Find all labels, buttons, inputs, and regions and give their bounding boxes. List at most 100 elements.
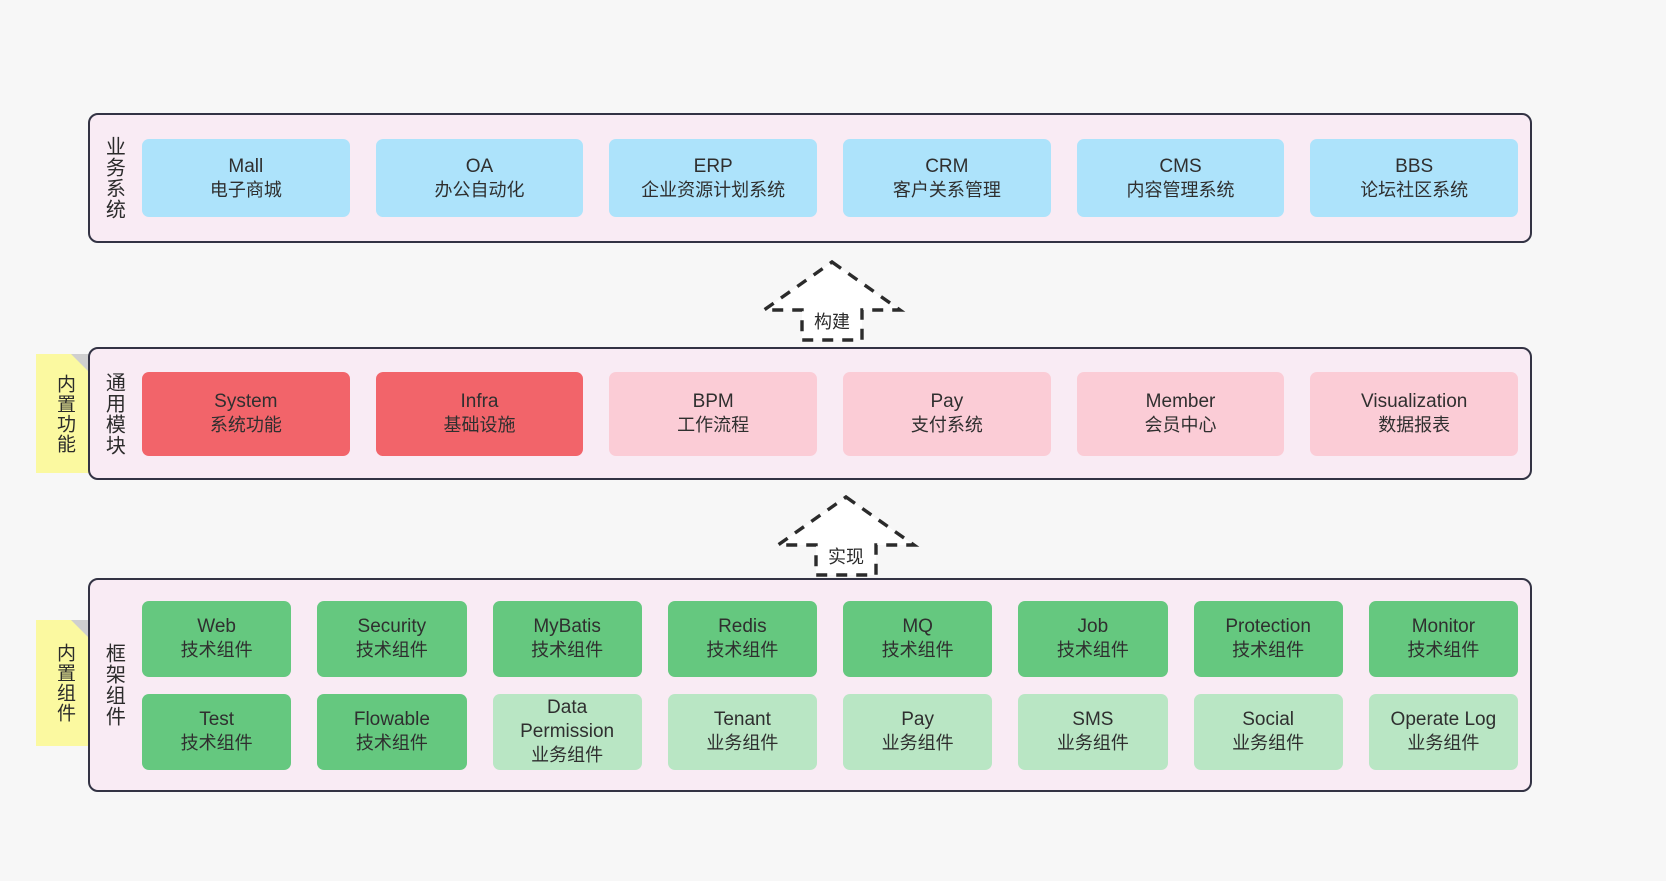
card-title: CRM <box>925 155 969 177</box>
card-title: BBS <box>1395 155 1434 177</box>
card-subtitle: 业务组件 <box>531 745 604 766</box>
card-bpm[interactable]: BPM 工作流程 <box>609 371 818 456</box>
card-sms[interactable]: SMS 业务组件 <box>1018 693 1168 770</box>
card-title: Visualization <box>1361 391 1468 413</box>
card-title: Tenant <box>713 709 771 731</box>
card-crm[interactable]: CRM 客户关系管理 <box>843 139 1051 217</box>
card-subtitle: 技术组件 <box>1232 640 1305 661</box>
sticky-note-label: 内置功能 <box>54 373 76 454</box>
card-title: MQ <box>902 616 933 638</box>
card-subtitle: 技术组件 <box>180 640 253 661</box>
card-subtitle: 电子商城 <box>209 179 282 200</box>
card-title: Data Permission <box>520 697 615 743</box>
layer-title-common-module: 通用模块 <box>102 371 125 456</box>
card-title: System <box>214 391 278 413</box>
connector-build-label: 构建 <box>814 312 850 332</box>
card-subtitle: 业务组件 <box>1407 733 1480 754</box>
card-monitor[interactable]: Monitor 技术组件 <box>1368 600 1518 677</box>
card-member[interactable]: Member 会员中心 <box>1076 371 1285 456</box>
card-title: ERP <box>693 155 733 177</box>
card-subtitle: 工作流程 <box>677 415 750 436</box>
card-system[interactable]: System 系统功能 <box>142 371 350 456</box>
connector-build: 构建 <box>752 258 912 344</box>
card-title: Pay <box>930 391 964 413</box>
card-test[interactable]: Test 技术组件 <box>142 693 292 770</box>
layer-body-framework-component: Web 技术组件 Security 技术组件 MyBatis 技术组件 Redi… <box>136 580 1530 790</box>
connector-implement: 实现 <box>766 493 926 579</box>
card-title: Flowable <box>353 709 430 731</box>
card-title: Infra <box>460 391 499 413</box>
card-protection[interactable]: Protection 技术组件 <box>1193 600 1343 677</box>
card-visualization[interactable]: Visualization 数据报表 <box>1310 371 1519 456</box>
sticky-note-label: 内置组件 <box>54 643 76 723</box>
card-title: Job <box>1077 616 1109 638</box>
connector-implement-label: 实现 <box>828 547 864 567</box>
folded-corner-icon <box>71 354 92 375</box>
layer-framework-component[interactable]: 框架组件 Web 技术组件 Security 技术组件 MyBatis 技术组件… <box>88 578 1532 792</box>
card-title: CMS <box>1159 155 1202 177</box>
card-title: Operate Log <box>1390 709 1497 731</box>
card-bbs[interactable]: BBS 论坛社区系统 <box>1310 139 1519 217</box>
card-pay-component[interactable]: Pay 业务组件 <box>843 693 993 770</box>
card-title: Protection <box>1225 616 1311 638</box>
card-security[interactable]: Security 技术组件 <box>317 600 467 677</box>
card-operate-log[interactable]: Operate Log 业务组件 <box>1368 693 1518 770</box>
card-web[interactable]: Web 技术组件 <box>142 600 292 677</box>
layer-body-common-module: System 系统功能 Infra 基础设施 BPM 工作流程 Pay 支付系统… <box>136 349 1530 478</box>
card-mybatis[interactable]: MyBatis 技术组件 <box>492 600 642 677</box>
card-erp[interactable]: ERP 企业资源计划系统 <box>609 139 818 217</box>
card-subtitle: 会员中心 <box>1144 415 1217 436</box>
card-data-permission[interactable]: Data Permission 业务组件 <box>492 693 642 770</box>
card-pay[interactable]: Pay 支付系统 <box>843 371 1051 456</box>
folded-corner-icon <box>71 620 92 641</box>
card-redis[interactable]: Redis 技术组件 <box>667 600 817 677</box>
card-row: Web 技术组件 Security 技术组件 MyBatis 技术组件 Redi… <box>142 600 1518 677</box>
card-title: Monitor <box>1411 616 1476 638</box>
card-row: Test 技术组件 Flowable 技术组件 Data Permission … <box>142 693 1518 770</box>
card-flowable[interactable]: Flowable 技术组件 <box>317 693 467 770</box>
sticky-note-builtin-feature: 内置功能 <box>36 354 92 473</box>
card-subtitle: 业务组件 <box>706 733 779 754</box>
card-title: SMS <box>1072 709 1114 731</box>
card-social[interactable]: Social 业务组件 <box>1193 693 1343 770</box>
card-title: Test <box>199 709 235 731</box>
layer-body-business-system: Mall 电子商城 OA 办公自动化 ERP 企业资源计划系统 CRM 客户关系… <box>136 115 1530 241</box>
card-title: Social <box>1242 709 1294 731</box>
card-subtitle: 数据报表 <box>1378 415 1451 436</box>
card-subtitle: 技术组件 <box>355 733 428 754</box>
card-subtitle: 企业资源计划系统 <box>641 179 786 200</box>
layer-title-framework-component: 框架组件 <box>102 643 125 727</box>
card-row: System 系统功能 Infra 基础设施 BPM 工作流程 Pay 支付系统… <box>142 371 1519 456</box>
card-infra[interactable]: Infra 基础设施 <box>375 371 584 456</box>
card-subtitle: 技术组件 <box>706 640 779 661</box>
card-subtitle: 业务组件 <box>1056 733 1129 754</box>
card-title: BPM <box>692 391 734 413</box>
card-title: MyBatis <box>533 616 601 638</box>
card-subtitle: 业务组件 <box>1232 733 1305 754</box>
card-subtitle: 技术组件 <box>531 640 604 661</box>
card-subtitle: 技术组件 <box>881 640 954 661</box>
card-title: Security <box>357 616 427 638</box>
layer-common-module[interactable]: 通用模块 System 系统功能 Infra 基础设施 BPM 工作流程 Pay <box>88 347 1532 480</box>
layer-title-business-system: 业务系统 <box>102 136 125 220</box>
card-subtitle: 技术组件 <box>1407 640 1480 661</box>
card-subtitle: 客户关系管理 <box>892 179 1001 200</box>
card-subtitle: 技术组件 <box>180 733 253 754</box>
layer-business-system[interactable]: 业务系统 Mall 电子商城 OA 办公自动化 ERP 企业资源计划系统 CRM <box>88 113 1532 243</box>
card-subtitle: 基础设施 <box>443 415 516 436</box>
card-subtitle: 技术组件 <box>355 640 428 661</box>
card-oa[interactable]: OA 办公自动化 <box>375 139 584 217</box>
card-title: Mall <box>228 155 264 177</box>
card-tenant[interactable]: Tenant 业务组件 <box>667 693 817 770</box>
card-subtitle: 内容管理系统 <box>1126 179 1235 200</box>
card-mq[interactable]: MQ 技术组件 <box>843 600 993 677</box>
sticky-note-builtin-component: 内置组件 <box>36 620 92 746</box>
card-row: Mall 电子商城 OA 办公自动化 ERP 企业资源计划系统 CRM 客户关系… <box>142 139 1519 217</box>
card-cms[interactable]: CMS 内容管理系统 <box>1076 139 1285 217</box>
card-subtitle: 论坛社区系统 <box>1360 179 1469 200</box>
card-subtitle: 业务组件 <box>881 733 954 754</box>
card-mall[interactable]: Mall 电子商城 <box>142 139 350 217</box>
card-title: Pay <box>901 709 934 731</box>
card-job[interactable]: Job 技术组件 <box>1018 600 1168 677</box>
